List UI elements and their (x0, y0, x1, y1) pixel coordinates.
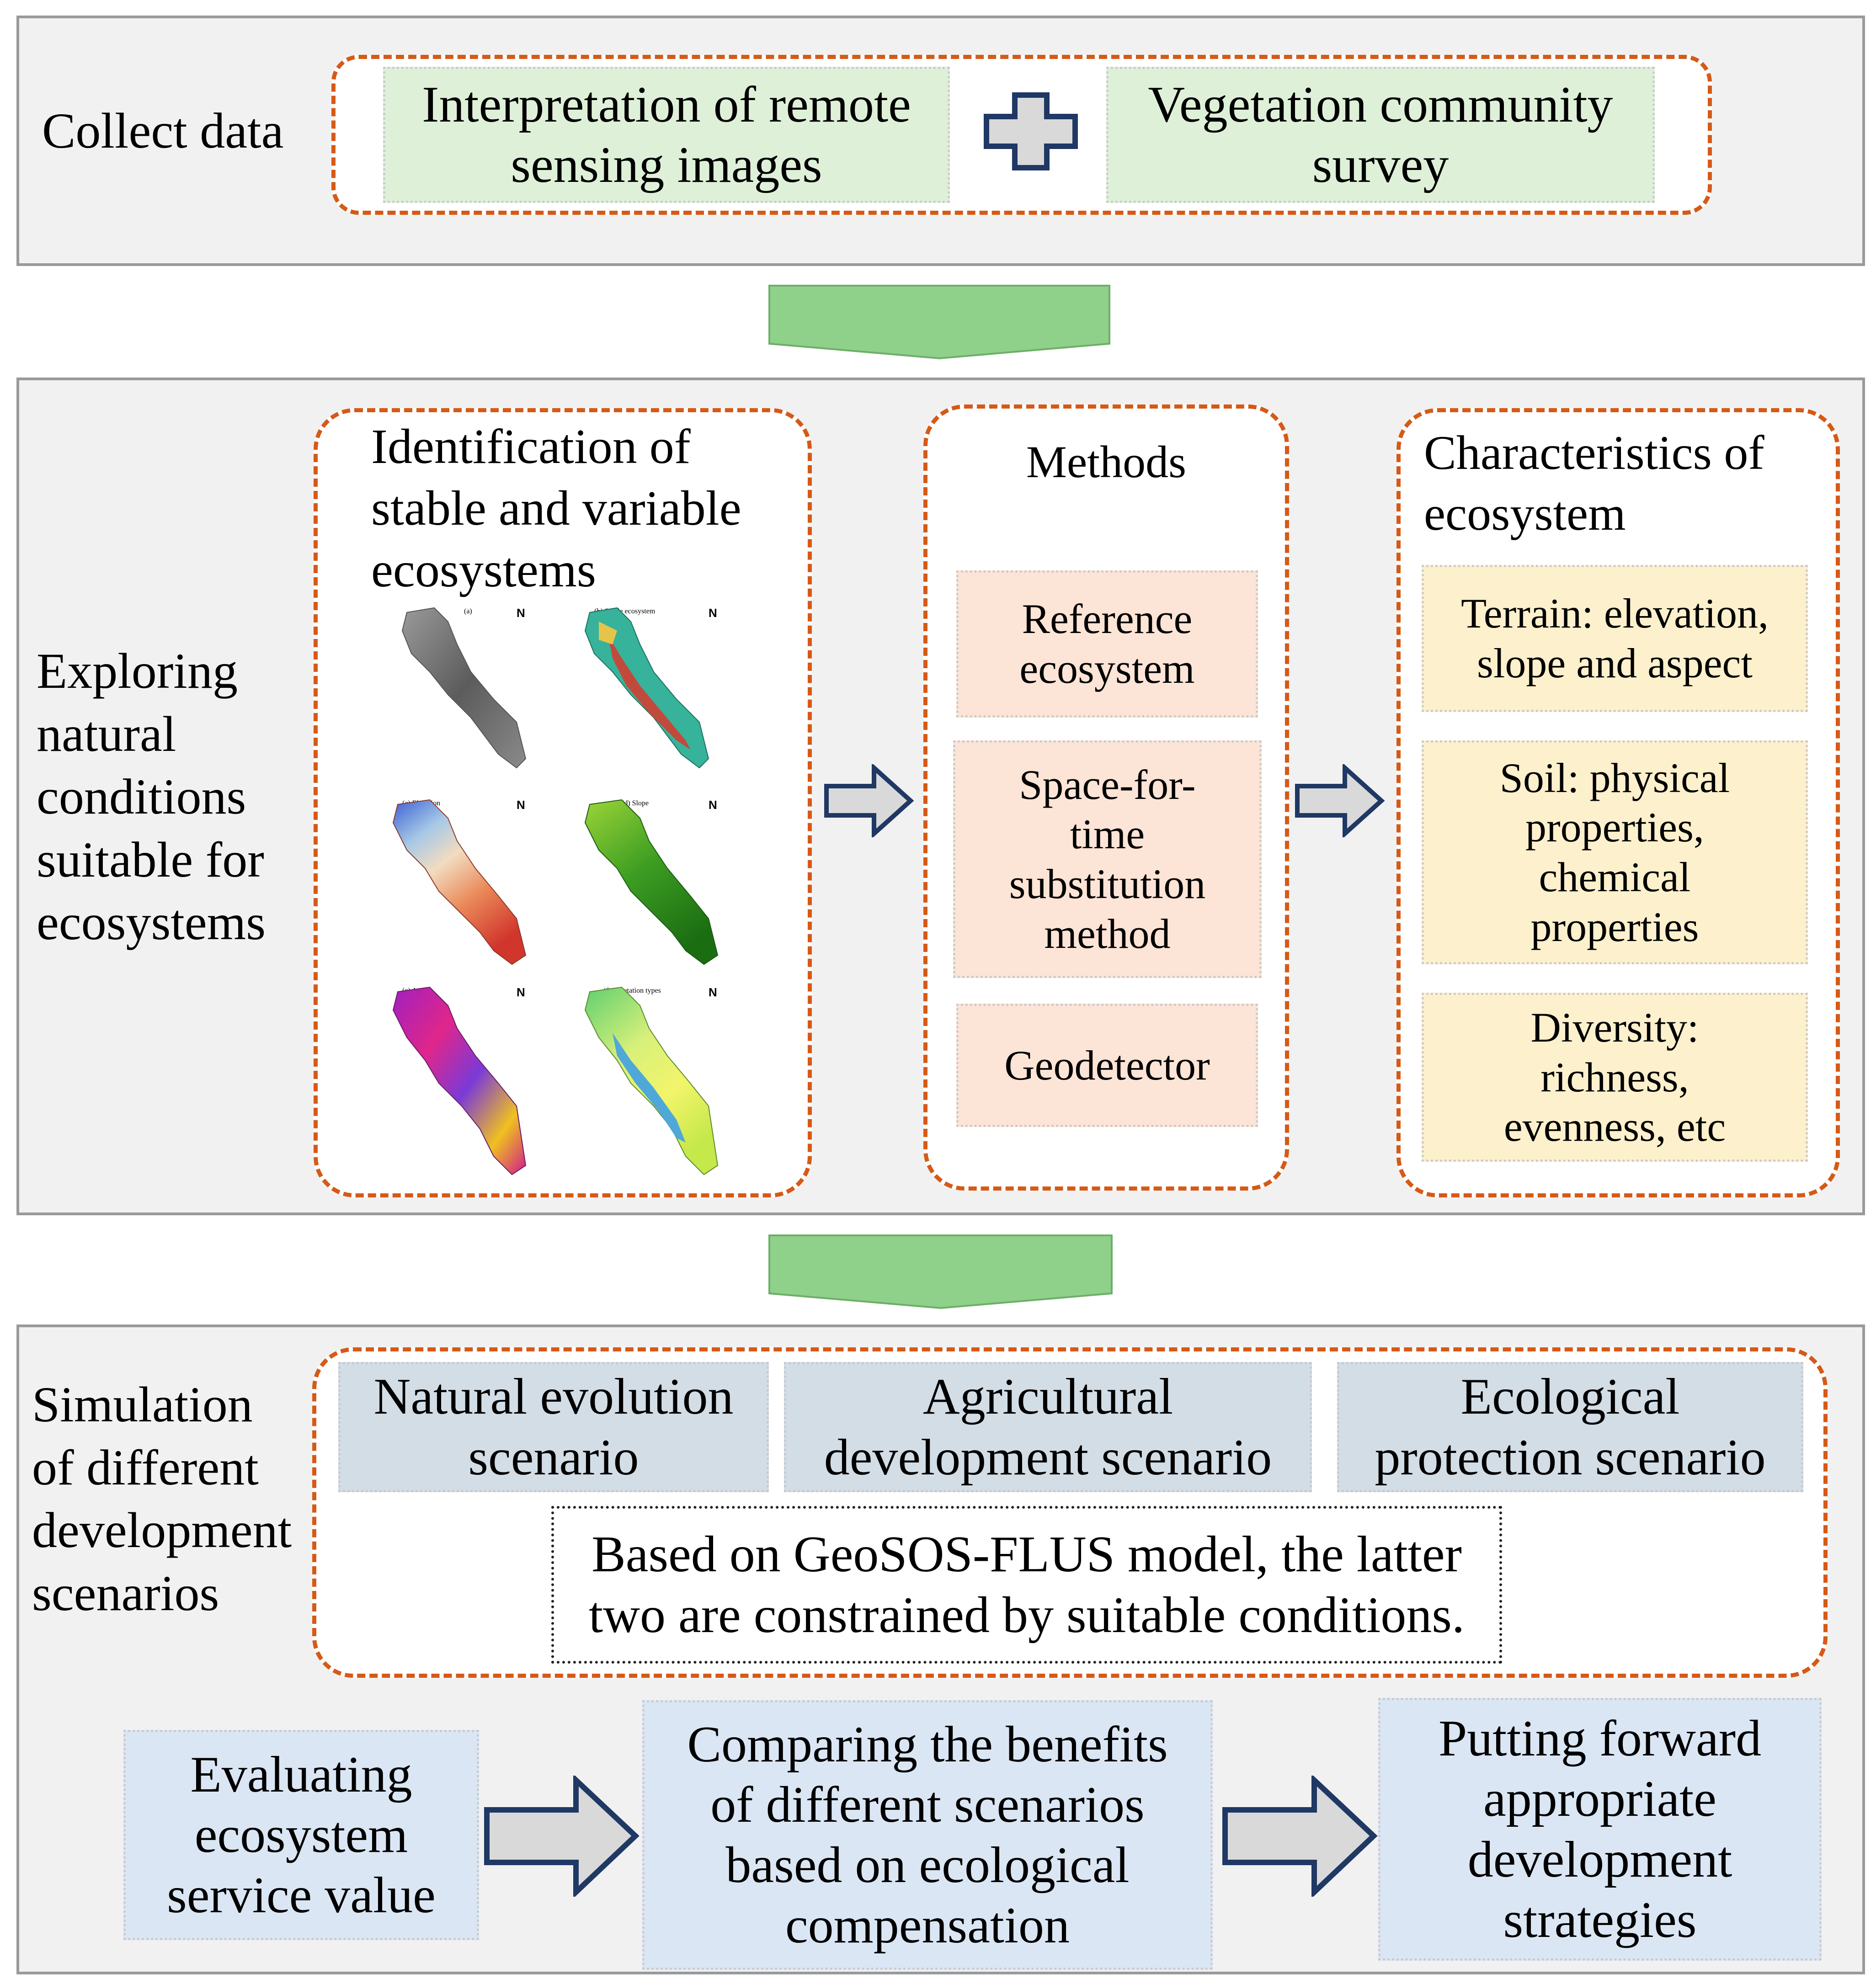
right-arrow-icon (1295, 764, 1385, 837)
characteristic-terrain: Terrain: elevation, slope and aspect (1422, 565, 1808, 712)
right-arrow-icon (484, 1776, 640, 1897)
geosos-flus-note: Based on GeoSOS-FLUS model, the latter t… (551, 1506, 1502, 1664)
step-comparing-benefits: Comparing the benefits of different scen… (642, 1700, 1213, 1970)
map-c: (c) Elevation N (392, 798, 527, 965)
map-a: (a) N (401, 606, 527, 769)
svg-text:N: N (709, 798, 717, 812)
identification-title: Identification of stable and variable ec… (371, 420, 741, 597)
right-arrow-icon (824, 764, 914, 837)
right-arrow-icon (1222, 1776, 1378, 1897)
svg-text:N: N (517, 606, 525, 620)
svg-text:N: N (517, 985, 525, 999)
vegetation-survey-box: Vegetation community survey (1106, 67, 1655, 203)
map-b: (b) Stable ecosystem N (584, 606, 717, 769)
method-reference-ecosystem: Reference ecosystem (956, 570, 1258, 718)
characteristics-title: Characteristics of ecosystem (1424, 426, 1764, 540)
svg-text:(a): (a) (464, 607, 472, 615)
method-geodetector: Geodetector (956, 1004, 1258, 1127)
svg-text:(d) Slope: (d) Slope (622, 799, 649, 807)
simulation-label: Simulation of different development scen… (32, 1377, 292, 1621)
characteristic-diversity: Diversity: richness, evenness, etc (1422, 993, 1808, 1162)
identification-group (314, 408, 812, 1197)
svg-text:N: N (709, 985, 717, 999)
down-arrow-icon (768, 285, 1110, 360)
map-d: (d) Slope N (584, 798, 719, 965)
step-evaluating-esv: Evaluating ecosystem service value (123, 1730, 479, 1940)
map-e: (e) Aspect N (392, 985, 527, 1176)
down-arrow-icon (768, 1234, 1113, 1309)
explore-label: Exploring natural conditions suitable fo… (37, 643, 266, 950)
map-f: (f) Vegetation types N (584, 985, 719, 1176)
svg-text:N: N (709, 606, 717, 620)
ecosystem-maps-figure: (a) N (b) Stable ecosystem N (c) Elevati… (392, 606, 719, 1176)
scenario-ecological-protection: Ecological protection scenario (1337, 1362, 1803, 1492)
scenario-agricultural-development: Agricultural development scenario (784, 1362, 1312, 1492)
scenario-natural-evolution: Natural evolution scenario (338, 1362, 769, 1492)
svg-text:N: N (517, 798, 525, 812)
remote-sensing-box: Interpretation of remote sensing images (383, 67, 950, 203)
collect-data-label: Collect data (42, 103, 284, 159)
method-space-for-time: Space-for- time substitution method (953, 740, 1262, 978)
characteristic-soil: Soil: physical properties, chemical prop… (1422, 740, 1808, 964)
plus-icon (984, 92, 1078, 170)
step-development-strategies: Putting forward appropriate development … (1378, 1698, 1822, 1961)
methods-title: Methods (1026, 436, 1186, 487)
